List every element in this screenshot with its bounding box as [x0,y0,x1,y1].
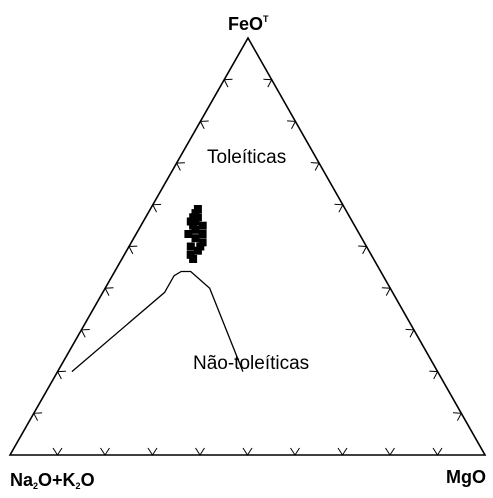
sample-point [193,246,202,255]
tick-mark-bottom [242,447,253,456]
tick-mark-right [310,162,320,171]
sample-point [191,225,200,234]
tick-mark-bottom [195,447,205,456]
tick-mark-left [33,412,43,421]
sample-point [186,217,195,226]
tick-mark-bottom [337,447,348,456]
tick-mark-right [287,120,297,130]
tick-mark-left [223,78,233,88]
tick-marks [33,78,463,456]
tick-mark-bottom [432,447,443,456]
sample-point [189,255,198,263]
tick-mark-right [452,412,463,421]
sample-point [196,242,205,251]
sample-points [184,205,207,263]
triangle-frame [8,36,487,456]
tick-mark-left [128,245,138,255]
tick-mark-right [263,78,273,88]
sample-point [198,238,207,247]
tick-mark-right [429,370,439,380]
tick-mark-left [56,370,66,380]
tick-mark-bottom [290,447,300,456]
tick-mark-left [199,120,209,130]
tick-mark-left [80,329,90,338]
apex-label-left: Na2O+K2O [10,470,95,491]
tick-mark-right [334,203,344,213]
apex-label-top: FeOT [228,14,269,34]
sample-point [189,213,198,222]
tick-mark-left [104,287,114,296]
sample-point [198,230,207,238]
sample-point [191,209,200,218]
tick-mark-right [405,328,415,338]
field-label-non-tholeiitic: Não-toleíticas [193,353,309,374]
tick-mark-bottom [385,447,395,456]
sample-point [193,213,202,222]
tick-mark-bottom [100,447,110,456]
field-label-tholeiitic: Toleíticas [207,147,286,168]
tick-mark-left [152,203,162,213]
sample-point [191,234,200,243]
apex-label-right: MgO [446,467,486,487]
tholeiitic-boundary-line [71,270,244,373]
sample-point [186,250,195,259]
sample-point [191,217,200,226]
tick-mark-bottom [147,447,158,456]
tick-mark-right [358,245,368,255]
sample-point [189,221,198,230]
tick-mark-bottom [52,447,63,456]
tick-mark-right [381,287,392,296]
sample-point [193,205,202,213]
sample-point [184,230,193,238]
tick-mark-left [175,162,185,171]
sample-point [198,221,207,230]
sample-point [186,242,195,251]
